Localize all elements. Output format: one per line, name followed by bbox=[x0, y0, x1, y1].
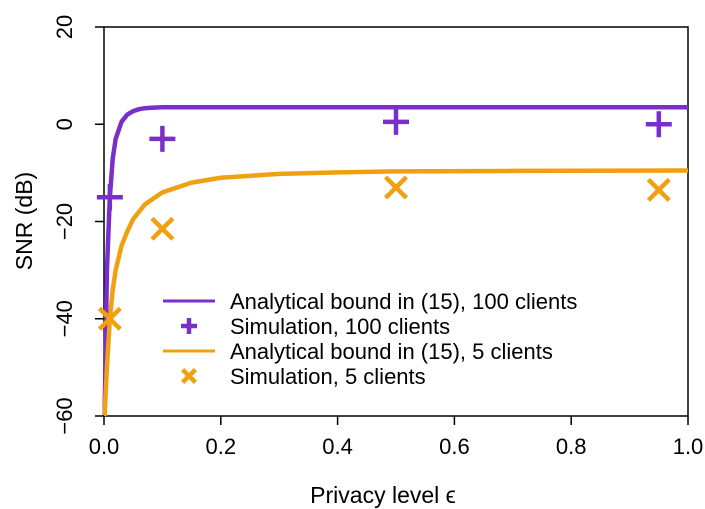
y-tick-label: −20 bbox=[52, 203, 77, 240]
x-tick-label: 0.0 bbox=[89, 434, 120, 459]
series-line-2 bbox=[102, 168, 689, 417]
y-tick-label: 0 bbox=[52, 118, 77, 130]
series-3-marker-b bbox=[150, 216, 175, 241]
y-axis-label: SNR (dB) bbox=[11, 172, 37, 270]
series-1-marker bbox=[149, 125, 176, 152]
legend-label: Simulation, 5 clients bbox=[230, 364, 426, 389]
plot-series bbox=[96, 104, 689, 417]
series-3-marker-b bbox=[97, 306, 122, 331]
series-3-marker-b bbox=[384, 175, 408, 200]
x-tick-label: 0.6 bbox=[439, 434, 470, 459]
x-axis: 0.0 0.2 0.4 0.6 0.8 1.0 bbox=[89, 416, 704, 459]
y-tick-label: −60 bbox=[52, 397, 77, 434]
x-axis-label: Privacy level ϵ bbox=[310, 482, 456, 508]
y-tick-label: 20 bbox=[52, 15, 77, 39]
legend-swatch-marker-b bbox=[181, 368, 197, 384]
series-line-0 bbox=[102, 104, 688, 417]
series-1-marker bbox=[96, 184, 123, 211]
legend: Analytical bound in (15), 100 clientsSim… bbox=[163, 289, 577, 389]
legend-label: Analytical bound in (15), 5 clients bbox=[230, 339, 553, 364]
x-tick-label: 0.2 bbox=[206, 434, 237, 459]
y-tick-label: −40 bbox=[52, 300, 77, 337]
legend-label: Simulation, 100 clients bbox=[230, 314, 450, 339]
series-3-marker bbox=[97, 306, 122, 331]
series-3-marker bbox=[384, 175, 408, 200]
legend-label: Analytical bound in (15), 100 clients bbox=[230, 289, 577, 314]
series-1-marker bbox=[383, 108, 409, 135]
series-3-marker bbox=[646, 177, 671, 202]
series-3-marker bbox=[150, 216, 175, 241]
series-1-marker bbox=[645, 111, 672, 138]
y-axis: −60 −40 −20 0 20 bbox=[52, 15, 104, 435]
legend-swatch-marker bbox=[181, 318, 197, 334]
x-tick-label: 1.0 bbox=[673, 434, 704, 459]
legend-swatch-marker bbox=[181, 368, 197, 384]
series-3-marker-b bbox=[646, 177, 671, 202]
x-tick-label: 0.4 bbox=[322, 434, 353, 459]
x-tick-label: 0.8 bbox=[556, 434, 587, 459]
